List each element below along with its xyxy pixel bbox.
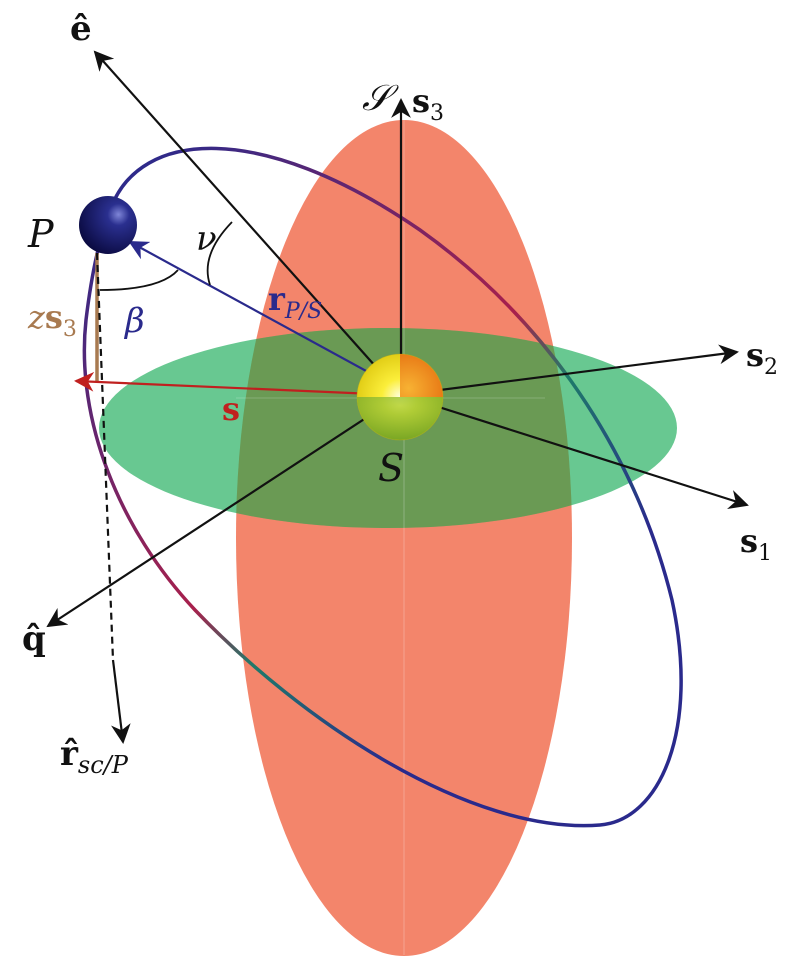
r-p-s-label: rP/S xyxy=(268,280,322,324)
sun-label: S xyxy=(378,446,404,490)
q-hat-label: q̂ xyxy=(22,619,46,659)
nu-angle-arc xyxy=(206,221,233,286)
r-sc-p-dashed-line xyxy=(95,252,115,661)
planet-label: P xyxy=(27,212,55,256)
nu-label: ν xyxy=(196,219,217,259)
beta-label: β xyxy=(123,301,145,341)
beta-angle-arc xyxy=(99,269,179,291)
s-vector xyxy=(74,371,398,397)
s2-axis xyxy=(400,344,739,397)
s3-label: s3 xyxy=(412,82,444,126)
e-hat-axis xyxy=(93,50,402,396)
script-s-label: 𝒮 xyxy=(362,78,399,119)
s1-label: s1 xyxy=(740,522,772,566)
planet-orbit xyxy=(82,146,683,828)
sun-sphere-icon xyxy=(356,353,444,441)
z-s3-label: zs3 xyxy=(27,298,77,342)
orbital-plane xyxy=(236,120,572,956)
r-hat-sc-p-label: r̂sc/P xyxy=(60,734,129,779)
s1-axis xyxy=(400,393,749,510)
r-p-s-vector xyxy=(128,241,391,385)
r-sc-p-arrow xyxy=(111,659,131,744)
e-hat-label: ê xyxy=(70,9,92,49)
s-vector-label: s xyxy=(222,390,240,428)
q-hat-axis xyxy=(46,394,402,628)
s2-label: s2 xyxy=(746,336,778,380)
planet-sphere-icon xyxy=(79,196,137,254)
